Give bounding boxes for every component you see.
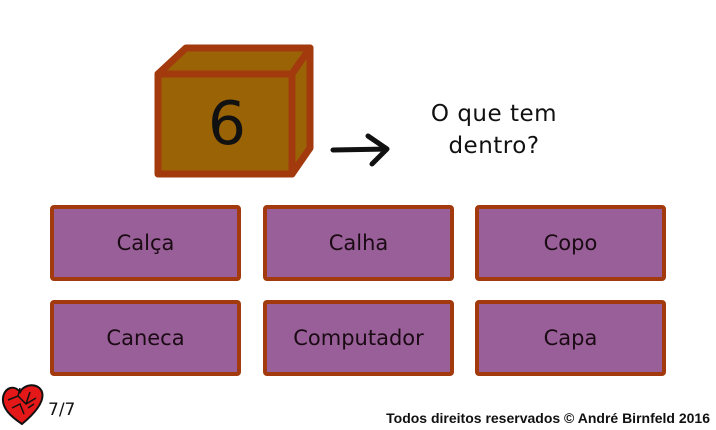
question-text: O que tem dentro? xyxy=(404,98,584,162)
option-calca-button[interactable]: Calça xyxy=(50,205,241,281)
heart-icon xyxy=(1,384,44,426)
box-number: 6 xyxy=(207,89,247,159)
copyright-footer: Todos direitos reservados © André Birnfe… xyxy=(386,410,710,426)
option-copo-button[interactable]: Copo xyxy=(475,205,666,281)
option-computador-button[interactable]: Computador xyxy=(263,300,454,376)
box-icon xyxy=(154,44,314,178)
lives-counter: 7/7 xyxy=(48,400,76,420)
option-caneca-button[interactable]: Caneca xyxy=(50,300,241,376)
question-line-2: dentro? xyxy=(448,133,540,159)
question-line-1: O que tem xyxy=(430,101,558,127)
option-capa-button[interactable]: Capa xyxy=(475,300,666,376)
arrow-right-icon xyxy=(330,133,390,167)
option-calha-button[interactable]: Calha xyxy=(263,205,454,281)
mystery-box: 6 xyxy=(152,44,316,178)
